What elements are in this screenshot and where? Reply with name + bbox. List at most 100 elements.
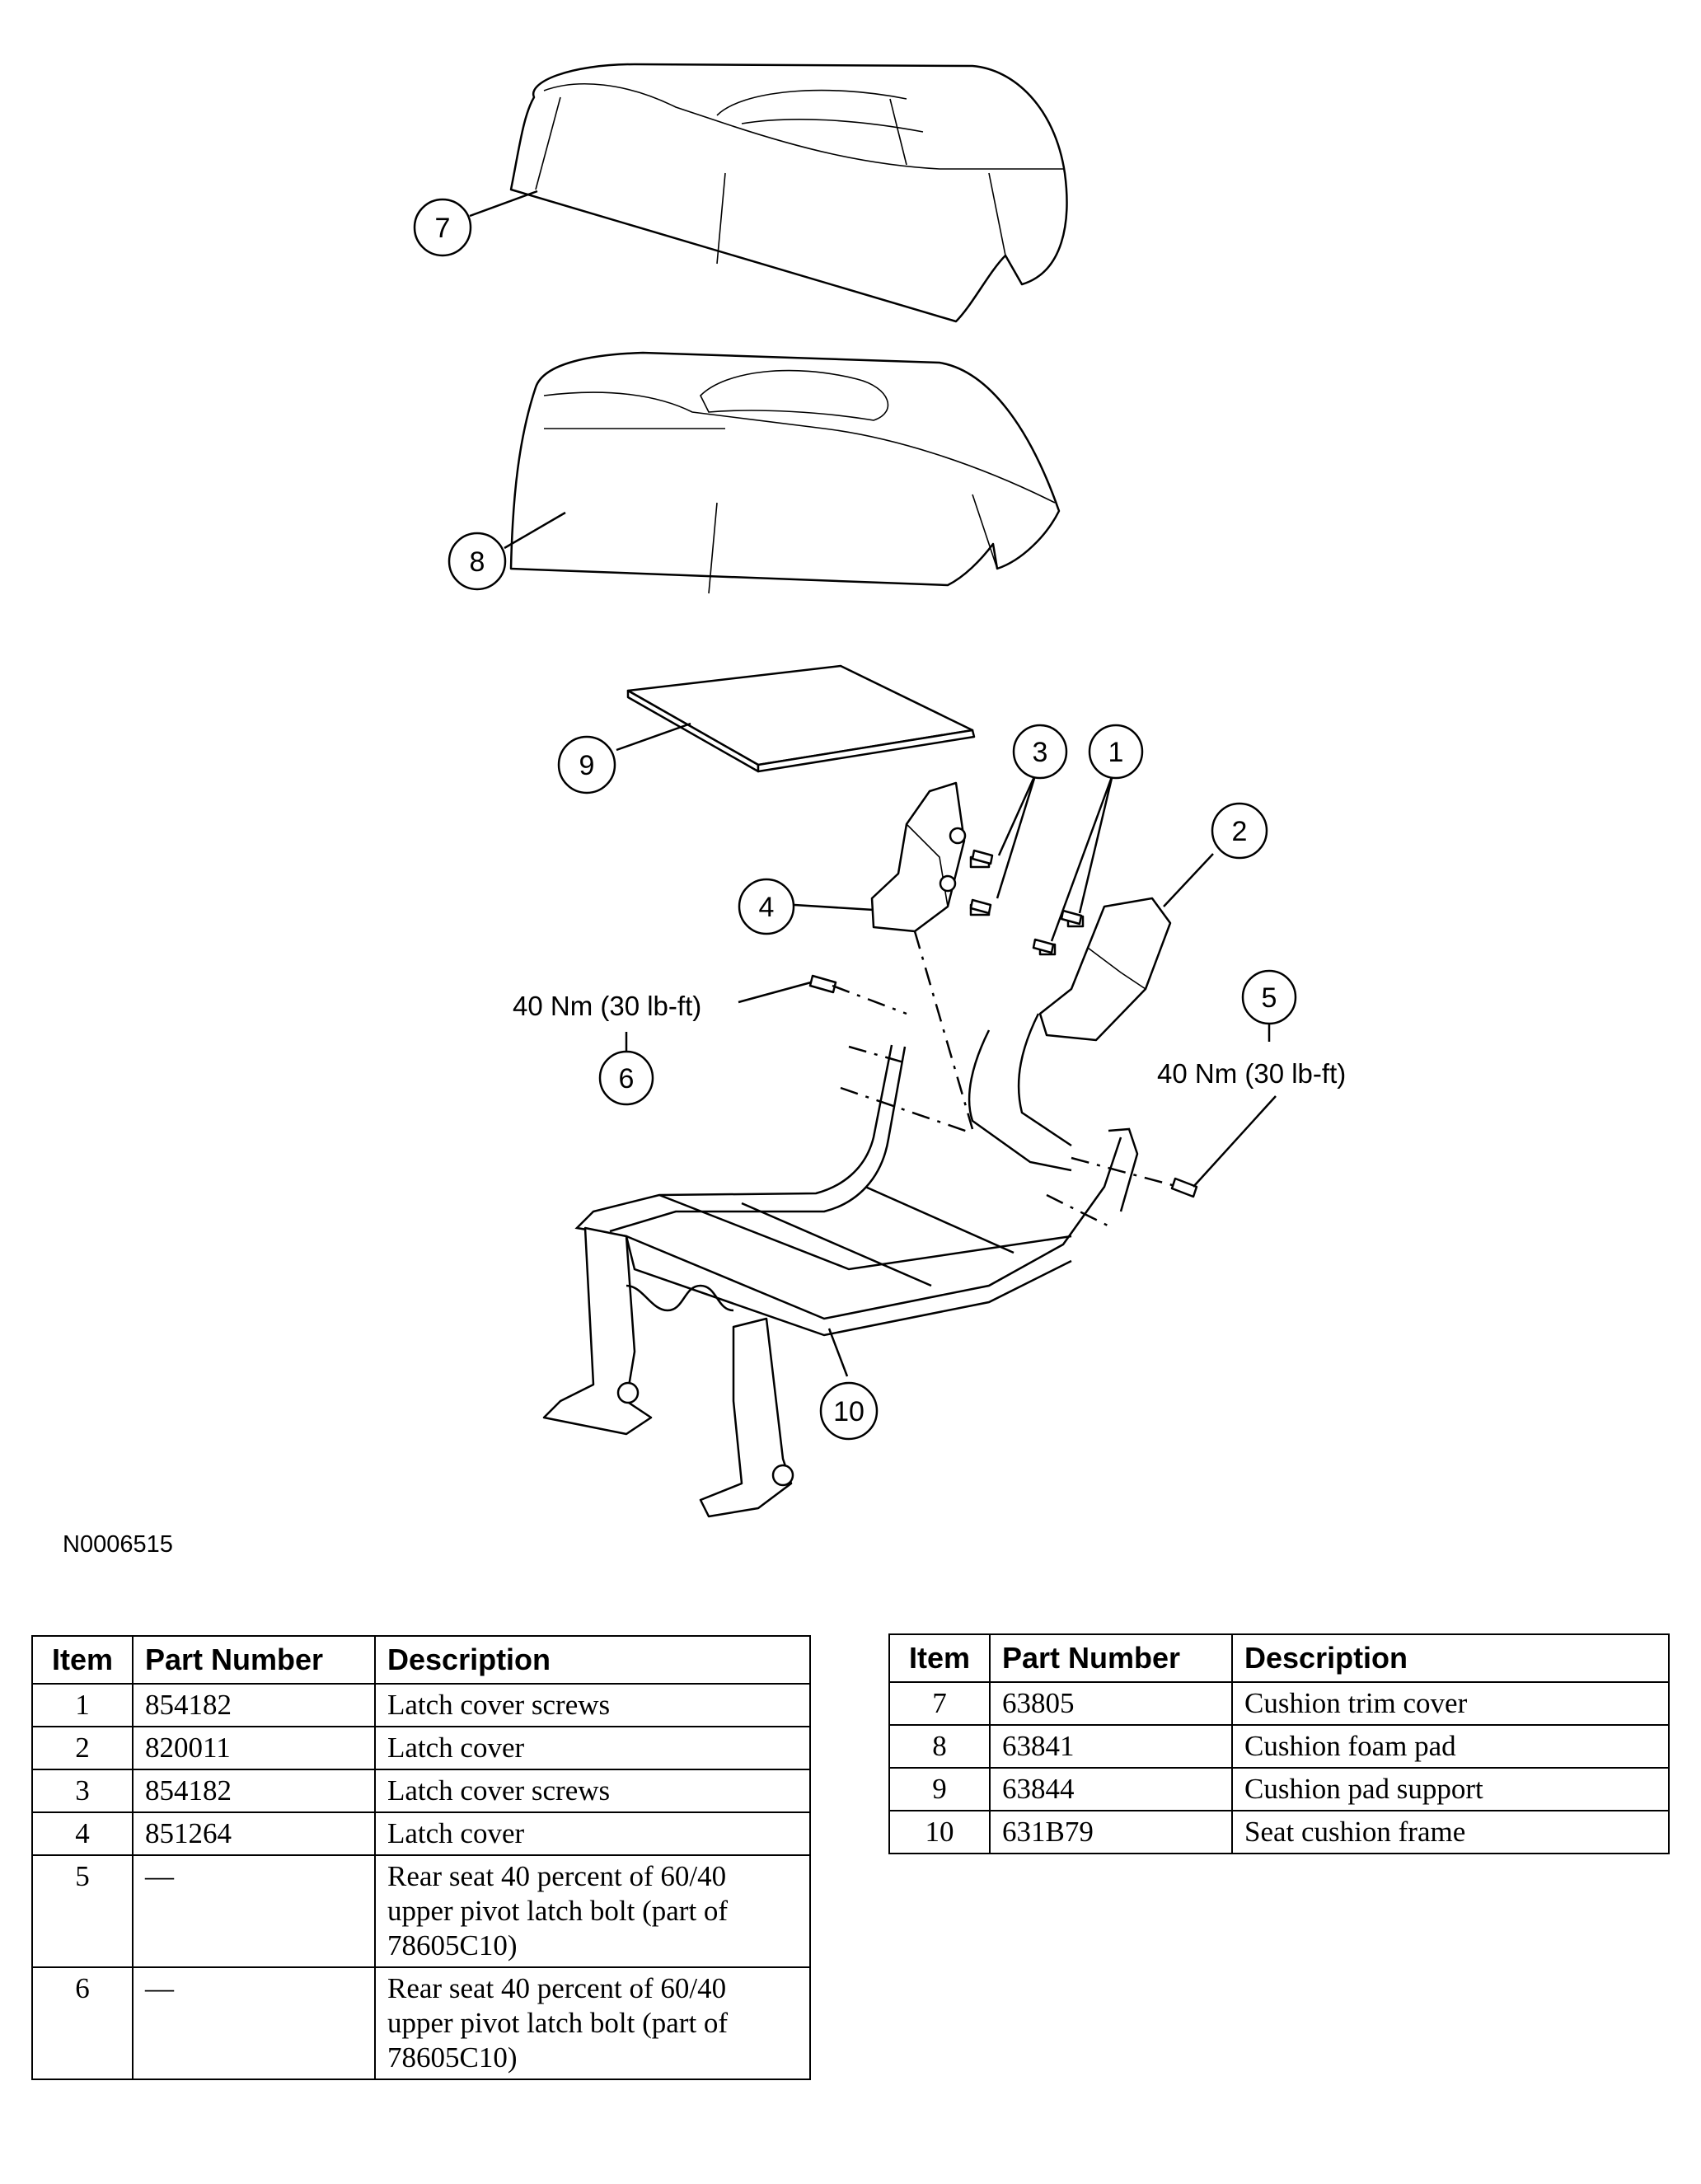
alignment-line-6 bbox=[832, 984, 907, 1015]
item-cell: 7 bbox=[888, 1681, 991, 1726]
table-row: 6 — Rear seat 40 percent of 60/40 upper … bbox=[31, 1966, 811, 2080]
item-cell: 9 bbox=[888, 1767, 991, 1811]
part-number-cell: 631B79 bbox=[989, 1810, 1233, 1854]
table-row: 8 63841 Cushion foam pad bbox=[888, 1724, 1670, 1769]
description-cell: Rear seat 40 percent of 60/40 upper pivo… bbox=[374, 1854, 811, 1968]
parts-table-left: Item Part Number Description 1 854182 La… bbox=[31, 1635, 811, 2080]
description-cell: Rear seat 40 percent of 60/40 upper pivo… bbox=[374, 1966, 811, 2080]
svg-text:4: 4 bbox=[759, 892, 775, 923]
svg-text:7: 7 bbox=[435, 213, 451, 244]
alignment-line-frame-right-b bbox=[1046, 1193, 1113, 1230]
leader-line-4 bbox=[794, 903, 874, 912]
header-part-number: Part Number bbox=[132, 1635, 376, 1685]
latch-cover-screw-3-upper-drawing bbox=[971, 849, 994, 865]
leader-line-8 bbox=[504, 511, 566, 550]
header-item: Item bbox=[31, 1635, 134, 1685]
figure-id: N0006515 bbox=[63, 1531, 173, 1558]
torque-label-6: 40 Nm (30 lb-ft) bbox=[513, 991, 701, 1021]
description-cell: Latch cover screws bbox=[374, 1683, 811, 1727]
leader-line-6-bolt bbox=[738, 981, 812, 1004]
exploded-view-diagram: 7 8 9 3 1 2 4 5 6 10 40 Nm (30 lb-ft) 40… bbox=[413, 63, 1346, 1518]
header-item: Item bbox=[888, 1633, 991, 1683]
callout-3: 3 bbox=[1012, 724, 1068, 780]
item-cell: 5 bbox=[31, 1854, 134, 1968]
alignment-line-frame-right-a bbox=[1071, 1156, 1179, 1188]
table-row: 1 854182 Latch cover screws bbox=[31, 1683, 811, 1727]
pivot-latch-bolt-5-drawing bbox=[1170, 1177, 1198, 1198]
callout-8: 8 bbox=[448, 532, 507, 591]
svg-text:10: 10 bbox=[833, 1396, 865, 1427]
svg-text:2: 2 bbox=[1232, 816, 1248, 847]
table-header-row: Item Part Number Description bbox=[31, 1635, 811, 1685]
callout-5: 5 bbox=[1241, 969, 1297, 1025]
leader-line-10 bbox=[827, 1328, 849, 1377]
svg-text:1: 1 bbox=[1108, 737, 1124, 768]
description-cell: Seat cushion frame bbox=[1231, 1810, 1670, 1854]
table-row: 9 63844 Cushion pad support bbox=[888, 1767, 1670, 1811]
header-description: Description bbox=[374, 1635, 811, 1685]
leader-line-1b bbox=[1050, 774, 1114, 942]
part-number-cell: 851264 bbox=[132, 1811, 376, 1856]
callout-7: 7 bbox=[413, 198, 472, 257]
item-cell: 4 bbox=[31, 1811, 134, 1856]
svg-text:3: 3 bbox=[1033, 737, 1048, 768]
description-cell: Latch cover bbox=[374, 1726, 811, 1770]
leader-line-3b bbox=[996, 772, 1038, 899]
header-part-number: Part Number bbox=[989, 1633, 1233, 1683]
table-row: 2 820011 Latch cover bbox=[31, 1726, 811, 1770]
item-cell: 2 bbox=[31, 1726, 134, 1770]
part-number-cell: 820011 bbox=[132, 1726, 376, 1770]
item-cell: 10 bbox=[888, 1810, 991, 1854]
item-cell: 6 bbox=[31, 1966, 134, 2080]
alignment-line-frame-left-b bbox=[840, 1086, 973, 1135]
part-number-cell: 63841 bbox=[989, 1724, 1233, 1769]
description-cell: Latch cover bbox=[374, 1811, 811, 1856]
svg-text:8: 8 bbox=[470, 546, 485, 578]
latch-cover-screw-upper-drawing bbox=[1060, 909, 1083, 926]
svg-text:9: 9 bbox=[579, 750, 595, 781]
svg-text:5: 5 bbox=[1262, 982, 1277, 1014]
description-cell: Cushion trim cover bbox=[1231, 1681, 1670, 1726]
part-number-cell: 63844 bbox=[989, 1767, 1233, 1811]
item-cell: 3 bbox=[31, 1769, 134, 1813]
svg-text:6: 6 bbox=[619, 1063, 635, 1094]
table-header-row: Item Part Number Description bbox=[888, 1633, 1670, 1683]
part-number-cell: — bbox=[132, 1854, 376, 1968]
alignment-line-latch-left bbox=[913, 930, 974, 1130]
leader-line-1a bbox=[1078, 774, 1114, 914]
leader-line-5-bolt bbox=[1193, 1095, 1277, 1188]
leader-line-3a bbox=[997, 772, 1038, 856]
item-cell: 1 bbox=[31, 1683, 134, 1727]
torque-label-5: 40 Nm (30 lb-ft) bbox=[1157, 1058, 1346, 1089]
seat-cushion-frame-drawing bbox=[542, 1013, 1139, 1518]
table-row: 5 — Rear seat 40 percent of 60/40 upper … bbox=[31, 1854, 811, 1968]
part-number-cell: 854182 bbox=[132, 1769, 376, 1813]
callout-2: 2 bbox=[1211, 802, 1268, 860]
table-row: 10 631B79 Seat cushion frame bbox=[888, 1810, 1670, 1854]
callout-4: 4 bbox=[738, 878, 795, 935]
item-cell: 8 bbox=[888, 1724, 991, 1769]
callout-6: 6 bbox=[598, 1050, 654, 1106]
leader-line-7 bbox=[469, 190, 538, 218]
callout-10: 10 bbox=[819, 1381, 879, 1441]
leader-line-9 bbox=[616, 722, 691, 752]
parts-table-right: Item Part Number Description 7 63805 Cus… bbox=[888, 1633, 1670, 1854]
description-cell: Latch cover screws bbox=[374, 1769, 811, 1813]
part-number-cell: 63805 bbox=[989, 1681, 1233, 1726]
part-number-cell: 854182 bbox=[132, 1683, 376, 1727]
part-number-cell: — bbox=[132, 1966, 376, 2080]
table-row: 4 851264 Latch cover bbox=[31, 1811, 811, 1856]
alignment-line-frame-left-a bbox=[848, 1045, 907, 1065]
cushion-pad-support-drawing bbox=[626, 664, 976, 773]
header-description: Description bbox=[1231, 1633, 1670, 1683]
description-cell: Cushion foam pad bbox=[1231, 1724, 1670, 1769]
callout-9: 9 bbox=[557, 735, 616, 794]
latch-cover-screw-lower-drawing bbox=[1032, 938, 1055, 954]
callout-1: 1 bbox=[1088, 724, 1144, 780]
table-row: 7 63805 Cushion trim cover bbox=[888, 1681, 1670, 1726]
cushion-foam-pad-drawing bbox=[509, 351, 1061, 594]
latch-cover-screw-3-lower-drawing bbox=[969, 898, 992, 915]
table-row: 3 854182 Latch cover screws bbox=[31, 1769, 811, 1813]
leader-line-2 bbox=[1163, 853, 1214, 907]
cushion-trim-cover-drawing bbox=[509, 63, 1068, 323]
